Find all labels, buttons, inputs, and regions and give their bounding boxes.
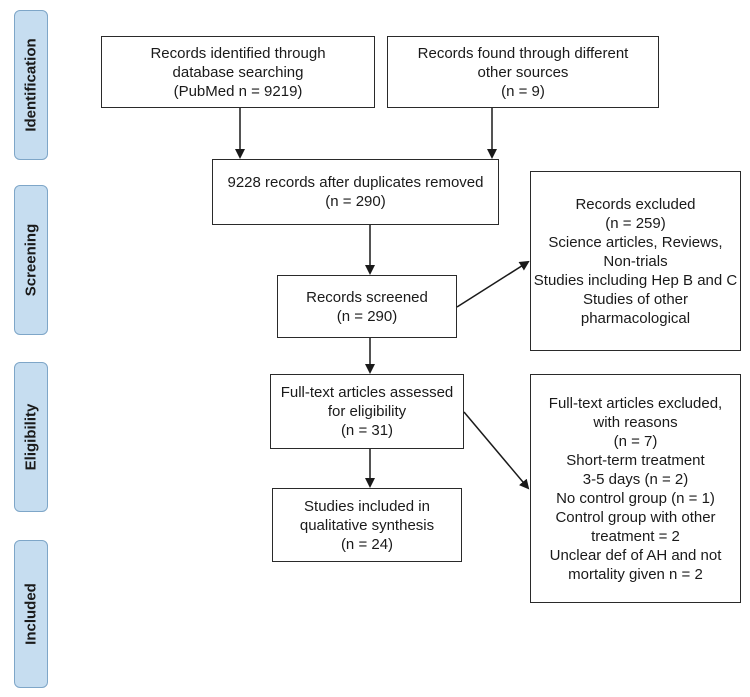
phase-eligibility: Eligibility — [14, 362, 48, 512]
box-line: Records screened — [306, 288, 428, 306]
box-line: Records found through different — [417, 44, 629, 62]
phase-label: Identification — [22, 38, 40, 132]
phase-identification: Identification — [14, 10, 48, 160]
phase-included: Included — [14, 540, 48, 688]
box-line: qualitative synthesis — [299, 516, 435, 534]
box-line: 3-5 days (n = 2) — [582, 470, 689, 488]
box-line: (n = 7) — [613, 432, 658, 450]
studies-included-box: Studies included in qualitative synthesi… — [272, 488, 462, 562]
box-line: pharmacological — [580, 309, 691, 327]
phase-label: Eligibility — [22, 403, 40, 471]
box-line: with reasons — [593, 413, 678, 431]
other-sources-box: Records found through different other so… — [387, 36, 659, 108]
box-line: Control group with other — [555, 508, 716, 526]
box-line: Studies included in — [304, 497, 430, 515]
box-line: Full-text articles excluded, — [548, 394, 723, 412]
box-line: Records identified through — [150, 44, 326, 62]
phase-label: Included — [22, 583, 40, 645]
after-duplicates-box: 9228 records after duplicates removed (n… — [212, 159, 499, 225]
box-line: (n = 290) — [336, 307, 398, 325]
box-line: Science articles, Reviews, — [548, 233, 723, 251]
box-line: mortality given n = 2 — [568, 565, 703, 583]
records-excluded-box: Records excluded (n = 259) Science artic… — [530, 171, 741, 351]
box-line: treatment = 2 — [591, 527, 680, 545]
fulltext-excluded-box: Full-text articles excluded, with reason… — [530, 374, 741, 603]
box-line: other sources — [477, 63, 569, 81]
box-line: Non-trials — [603, 252, 668, 270]
fulltext-assessed-box: Full-text articles assessed for eligibil… — [270, 374, 464, 449]
database-search-box: Records identified through database sear… — [101, 36, 375, 108]
box-line: Studies including Hep B and C — [533, 271, 738, 289]
box-line: (PubMed n = 9219) — [173, 82, 303, 100]
box-line: database searching — [172, 63, 304, 81]
box-line: (n = 31) — [340, 422, 394, 439]
box-line: Unclear def of AH and not — [549, 546, 722, 564]
arrow-fulltext-to-excluded — [463, 411, 530, 490]
box-line: Full-text articles assessed — [280, 384, 454, 401]
box-line: No control group (n = 1) — [556, 489, 715, 507]
arrow-screened-to-excluded — [456, 260, 530, 308]
box-line: (n = 24) — [340, 535, 394, 553]
box-line: (n = 290) — [325, 193, 386, 210]
box-line: (n = 9) — [501, 82, 545, 100]
box-line: Short-term treatment — [566, 451, 705, 469]
phase-label: Screening — [22, 223, 40, 297]
box-line: 9228 records after duplicates removed — [227, 174, 484, 191]
phase-screening: Screening — [14, 185, 48, 335]
box-line: (n = 259) — [605, 214, 666, 232]
records-screened-box: Records screened (n = 290) — [277, 275, 457, 338]
box-line: Studies of other — [582, 290, 689, 308]
box-line: for eligibility — [327, 403, 407, 420]
box-line: Records excluded — [575, 195, 696, 213]
prisma-flow-diagram: Identification Screening Eligibility Inc… — [8, 0, 750, 697]
